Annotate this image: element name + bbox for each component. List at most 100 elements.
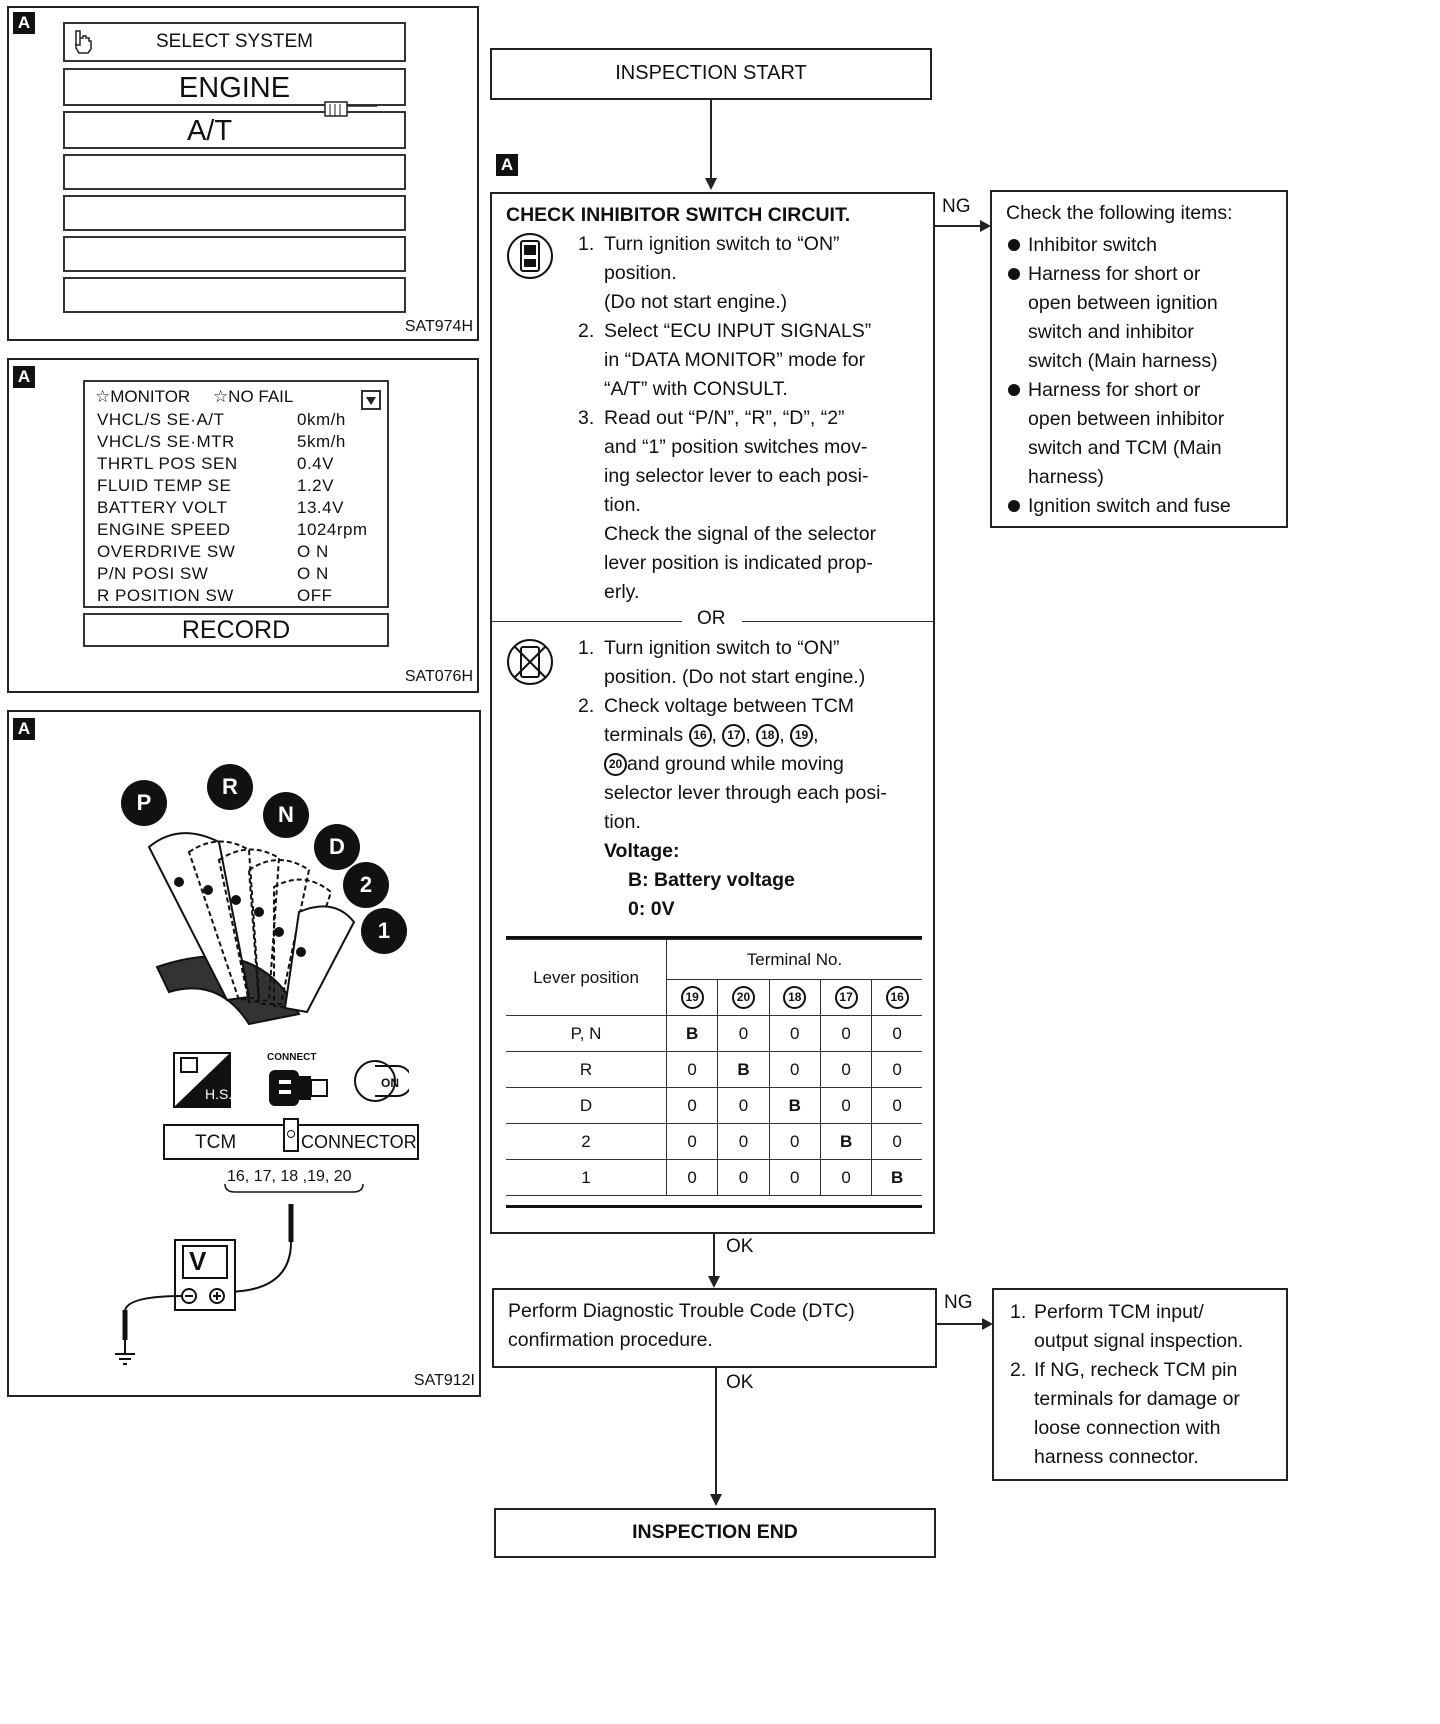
step-line: (Do not start engine.) <box>604 291 788 313</box>
system-item-empty[interactable] <box>63 236 406 272</box>
tcm-step: 2. If NG, recheck TCM pin terminals for da… <box>1010 1356 1282 1472</box>
bullet-icon <box>1008 500 1020 512</box>
voltage-step: 1.Turn ignition switch to “ON”position. … <box>578 634 918 692</box>
step-line: terminals <box>604 724 684 746</box>
system-item-empty[interactable] <box>63 195 406 231</box>
arrow-head-icon <box>708 1276 720 1288</box>
system-item-empty[interactable] <box>63 154 406 190</box>
figure-code: SAT974H <box>404 318 473 335</box>
lever-position-cell: 1 <box>506 1159 667 1196</box>
select-system-panel: A SELECT SYSTEM ENGINE A/T SAT974H <box>7 6 479 341</box>
scroll-down-button[interactable] <box>361 390 381 410</box>
step-line: and “1” position switches mov- <box>604 436 868 458</box>
terminal-number: 19 <box>790 724 814 748</box>
flow-arrow <box>935 225 981 227</box>
bullet-icon <box>1008 268 1020 280</box>
inspection-end-label: INSPECTION END <box>632 1521 798 1543</box>
or-label-bg <box>682 606 742 632</box>
terminal-value-cell: 0 <box>717 1159 770 1196</box>
terminal-value-cell: B <box>871 1159 922 1196</box>
inspection-start-label: INSPECTION START <box>615 62 807 84</box>
on-label: ON <box>381 1076 399 1090</box>
table-bottom-rule <box>506 1205 922 1208</box>
terminal-brace <box>224 1183 364 1193</box>
monitor-row: OVERDRIVE SW O N <box>97 542 383 564</box>
tcm-label: TCM <box>195 1132 237 1153</box>
monitor-row-label: R POSITION SW <box>97 586 234 605</box>
ng-check-items-box: Check the following items: Inhibitor swi… <box>990 190 1288 528</box>
system-item-at[interactable]: A/T <box>63 111 406 149</box>
step-line: tion. <box>604 811 641 833</box>
step-number: 2. <box>1010 1359 1027 1381</box>
monitor-row-label: P/N POSI SW <box>97 564 209 583</box>
monitor-row-label: OVERDRIVE SW <box>97 542 236 561</box>
terminal-value-cell: 0 <box>717 1123 770 1160</box>
select-system-header: SELECT SYSTEM <box>63 22 406 62</box>
step-line: tion. <box>604 494 641 516</box>
ng-check-line: open between inhibitor <box>1028 408 1225 430</box>
terminal-value-cell: 0 <box>819 1051 873 1088</box>
table-top-rule <box>506 936 922 939</box>
step-line: Select “ECU INPUT SIGNALS” <box>604 320 872 342</box>
step-line: If NG, recheck TCM pin <box>1034 1359 1238 1381</box>
step-line: erly. <box>604 581 640 603</box>
inspection-end-box: INSPECTION END <box>494 1508 936 1558</box>
system-item-empty[interactable] <box>63 277 406 313</box>
step-line: position. (Do not start engine.) <box>604 666 866 688</box>
ng-check-title: Check the following items: <box>1006 202 1233 224</box>
ng-check-line: Inhibitor switch <box>1028 234 1157 256</box>
terminal-number: 18 <box>756 724 780 748</box>
monitor-row-label: VHCL/S SE·MTR <box>97 432 235 451</box>
check-title: CHECK INHIBITOR SWITCH CIRCUIT. <box>506 204 851 226</box>
position-circle-2: 2 <box>343 862 389 908</box>
system-item-label: A/T <box>186 115 233 147</box>
step-line: terminals for damage or <box>1034 1388 1240 1410</box>
system-item-engine[interactable]: ENGINE <box>63 68 406 106</box>
consult-step: 1.Turn ignition switch to “ON”position.(… <box>578 230 918 317</box>
inspection-start-box: INSPECTION START <box>490 48 932 100</box>
terminal-value-cell: 0 <box>871 1051 922 1088</box>
connect-label: CONNECT <box>267 1052 317 1063</box>
terminal-number: 16 <box>688 724 712 748</box>
terminal-number: 17 <box>834 986 858 1009</box>
selector-lever-illustration <box>147 832 356 1026</box>
monitor-row-value: OFF <box>297 586 333 605</box>
monitor-row: P/N POSI SW O N <box>97 564 383 586</box>
step-line: output signal inspection. <box>1034 1330 1244 1352</box>
arrow-head-icon <box>980 220 991 232</box>
voltage-title: Voltage: <box>604 840 680 862</box>
flow-arrow <box>937 1323 983 1325</box>
figure-code: SAT076H <box>404 668 473 685</box>
monitor-row-value: O N <box>297 564 329 583</box>
terminal-value-cell: B <box>819 1123 873 1160</box>
monitor-row-label: BATTERY VOLT <box>97 498 228 517</box>
terminal-number: 19 <box>680 986 704 1009</box>
monitor-row-value: O N <box>297 542 329 561</box>
step-line: harness connector. <box>1034 1446 1199 1468</box>
voltage-b: B: Battery voltage <box>628 869 795 891</box>
step-line: selector lever through each posi- <box>604 782 887 804</box>
lever-header: Lever position <box>506 939 667 1016</box>
arrow-head-icon <box>710 1494 722 1506</box>
terminal-value-cell: 0 <box>768 1159 821 1196</box>
terminal-value-cell: 0 <box>819 1159 873 1196</box>
terminal-value-cell: 0 <box>665 1051 719 1088</box>
terminals-label: 16, 17, 18 ,19, 20 <box>227 1168 352 1185</box>
voltmeter-illustration <box>115 1204 294 1365</box>
position-circle-1: 1 <box>361 908 407 954</box>
record-button[interactable]: RECORD <box>83 613 389 647</box>
voltage-0: 0: 0V <box>628 898 675 920</box>
connector-latch <box>283 1118 299 1152</box>
terminal-number: 16 <box>885 986 909 1009</box>
monitor-row-value: 0km/h <box>297 410 346 429</box>
consult-icon <box>507 233 553 279</box>
select-system-title: SELECT SYSTEM <box>156 31 313 52</box>
hand-pointer-icon <box>75 30 92 54</box>
